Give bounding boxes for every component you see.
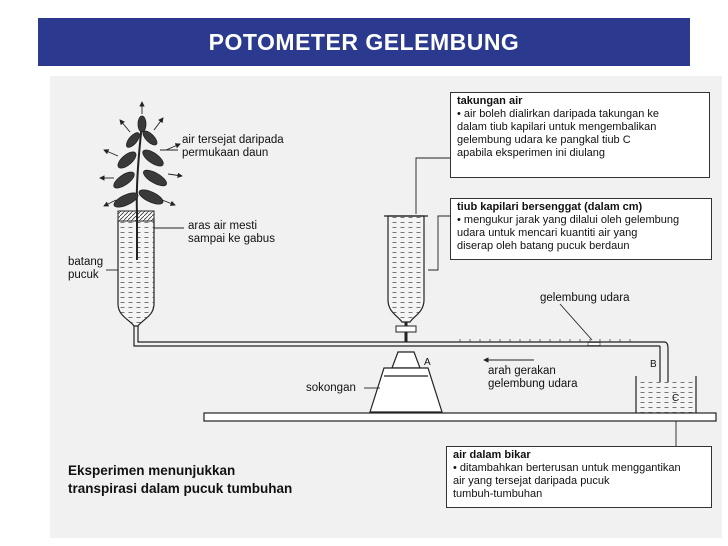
support-stand <box>369 351 443 413</box>
label-point-a: A <box>424 357 431 368</box>
stopcock <box>395 325 417 333</box>
label-shoot-stem: batang pucuk <box>68 256 104 281</box>
air-bubble <box>587 342 601 346</box>
label-water-level: aras air mesti sampai ke gabus <box>188 220 275 245</box>
title-banner: POTOMETER GELEMBUNG <box>38 18 690 66</box>
experiment-caption: Eksperimen menunjukkan transpirasi dalam… <box>68 463 293 496</box>
scale-ticks <box>459 339 631 342</box>
beaker <box>635 376 697 415</box>
label-support: sokongan <box>306 382 356 394</box>
bench <box>203 412 717 422</box>
info-box-reservoir: takungan air • air boleh dialirkan darip… <box>450 92 710 178</box>
info-box-capillary: tiub kapilari bersenggat (dalam cm) • me… <box>450 198 712 260</box>
label-bubble-direction: arah gerakan gelembung udara <box>488 365 578 390</box>
leader-lines <box>106 149 677 446</box>
label-point-b: B <box>650 359 657 370</box>
shoot-vessel <box>117 210 400 347</box>
info-box-beaker: air dalam bikar • ditambahkan berterusan… <box>446 446 712 508</box>
water-reservoir <box>384 215 428 342</box>
label-evaporation: air tersejat daripada permukaan daun <box>182 134 284 159</box>
evaporation-arrows <box>99 101 183 207</box>
leafy-shoot <box>113 115 167 213</box>
label-air-bubble: gelembung udara <box>540 292 630 304</box>
label-point-c: C <box>672 393 680 404</box>
page-title: POTOMETER GELEMBUNG <box>208 28 520 55</box>
